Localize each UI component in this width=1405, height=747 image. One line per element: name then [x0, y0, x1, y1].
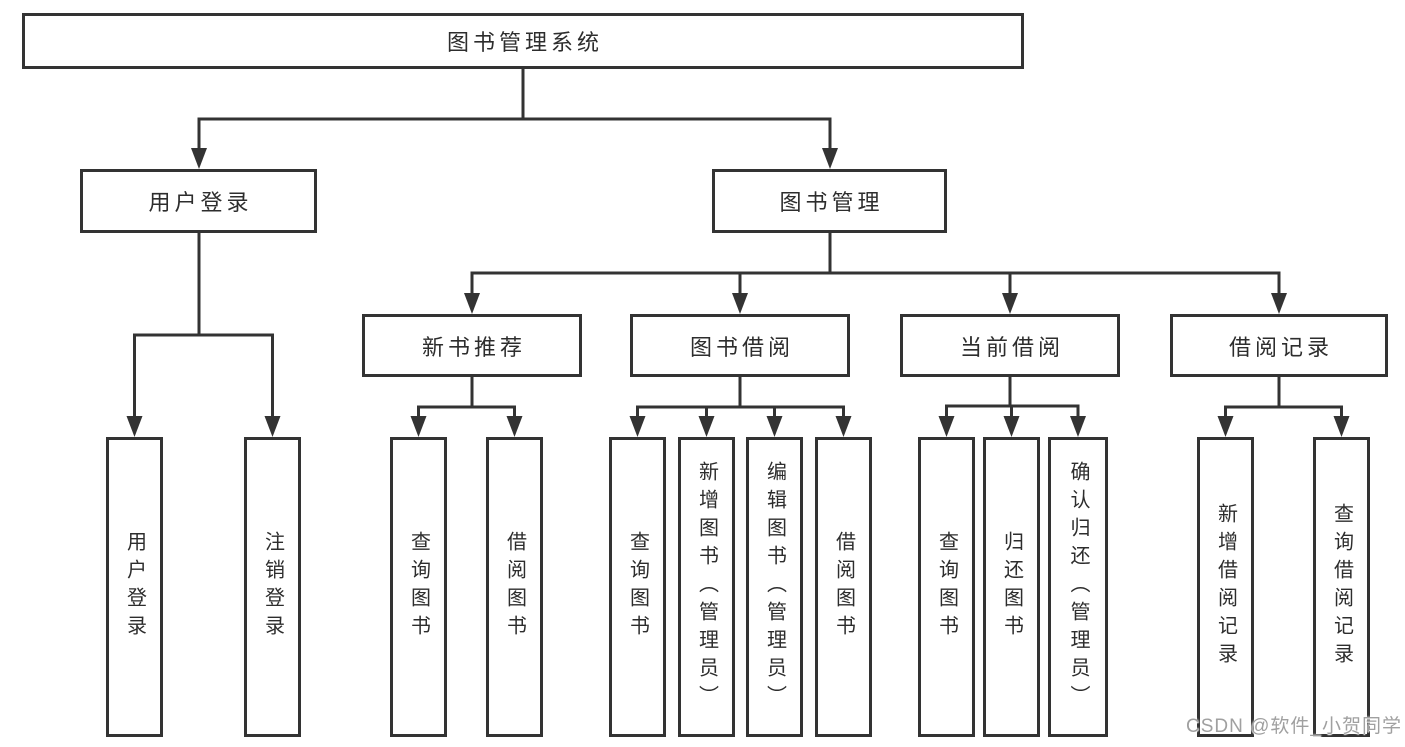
node-label: 新增图书（管理员）	[695, 461, 718, 713]
node-query-borrow-record: 查询借阅记录	[1313, 437, 1370, 737]
node-return-books: 归还图书	[983, 437, 1040, 737]
node-query-books-current: 查询图书	[918, 437, 975, 737]
node-label: 用户登录	[148, 190, 253, 215]
node-label: 新增借阅记录	[1214, 503, 1237, 671]
node-label: 借阅图书	[503, 531, 526, 643]
node-label: 借阅记录	[1228, 334, 1333, 360]
node-book-borrowing: 图书借阅	[630, 314, 850, 377]
node-label: 图书管理	[779, 190, 884, 215]
node-book-management: 图书管理	[712, 169, 947, 233]
csdn-watermark: CSDN @软件_小贺同学	[1186, 716, 1402, 737]
node-query-books-recommend: 查询图书	[390, 437, 447, 737]
node-add-borrow-record: 新增借阅记录	[1197, 437, 1254, 737]
node-label: 注销登录	[261, 531, 284, 643]
node-label: 归还图书	[1000, 531, 1023, 643]
node-label: 用户登录	[123, 531, 146, 643]
node-new-book-recommend: 新书推荐	[362, 314, 582, 377]
node-current-borrowing: 当前借阅	[900, 314, 1120, 377]
node-user-login: 用户登录	[80, 169, 317, 233]
node-label: 确认归还（管理员）	[1067, 461, 1089, 713]
node-borrow-books-leaf: 借阅图书	[815, 437, 872, 737]
node-logout: 注销登录	[244, 437, 301, 737]
node-confirm-return-admin: 确认归还（管理员）	[1048, 437, 1108, 737]
node-library-system: 图书管理系统	[22, 13, 1024, 69]
node-user-login-leaf: 用户登录	[106, 437, 163, 737]
node-label: 图书管理系统	[446, 30, 603, 55]
node-label: 编辑图书（管理员）	[763, 461, 786, 713]
node-label: 查询图书	[407, 531, 430, 643]
node-label: 查询图书	[626, 531, 649, 643]
node-label: 图书借阅	[689, 334, 794, 360]
node-query-books-borrowing: 查询图书	[609, 437, 666, 737]
node-label: 当前借阅	[959, 334, 1064, 360]
node-label: 查询图书	[935, 531, 958, 643]
node-borrowing-records: 借阅记录	[1170, 314, 1388, 377]
node-borrow-books-recommend: 借阅图书	[486, 437, 543, 737]
node-label: 借阅图书	[832, 531, 855, 643]
node-label: 新书推荐	[421, 334, 526, 360]
node-add-books-admin: 新增图书（管理员）	[678, 437, 735, 737]
node-edit-books-admin: 编辑图书（管理员）	[746, 437, 803, 737]
node-label: 查询借阅记录	[1330, 503, 1353, 671]
